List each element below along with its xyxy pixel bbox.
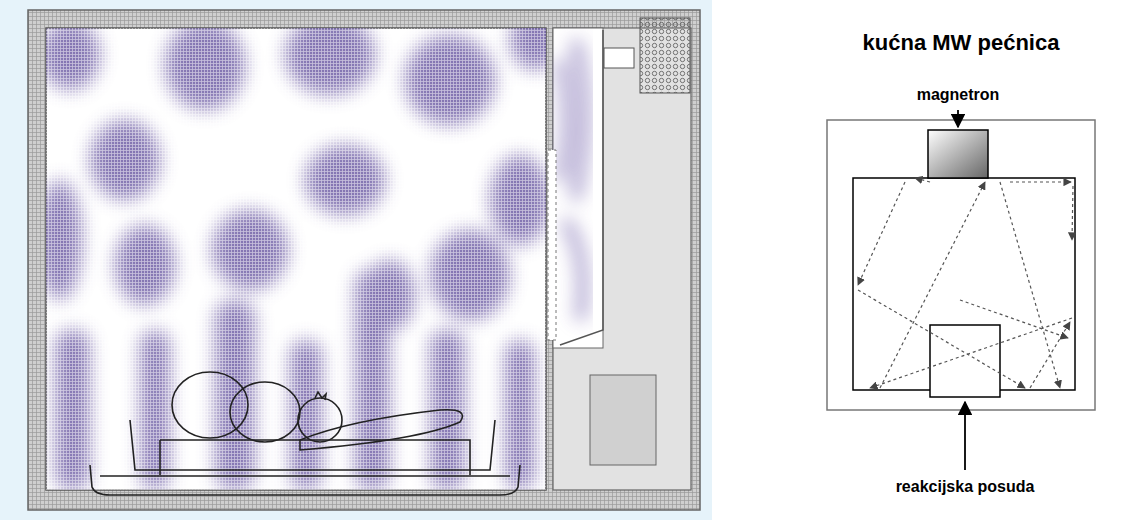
vessel-symbol	[930, 325, 1000, 397]
field-pattern	[46, 28, 546, 490]
oven-housing	[28, 10, 700, 510]
part-label: reakcijska posuda	[896, 478, 1035, 496]
leader-line	[964, 402, 966, 470]
food-tray	[90, 372, 520, 495]
panel-ground	[0, 0, 712, 520]
diagram-title: kućna MW pećnica	[863, 30, 1060, 56]
leader-line	[957, 110, 959, 127]
control-panel	[548, 18, 691, 490]
part-label: magnetron	[917, 86, 1000, 104]
oven-schematic	[827, 110, 1095, 470]
magnetron-symbol	[928, 130, 988, 178]
oven-cavity	[46, 28, 546, 490]
wave-paths	[858, 178, 1073, 388]
